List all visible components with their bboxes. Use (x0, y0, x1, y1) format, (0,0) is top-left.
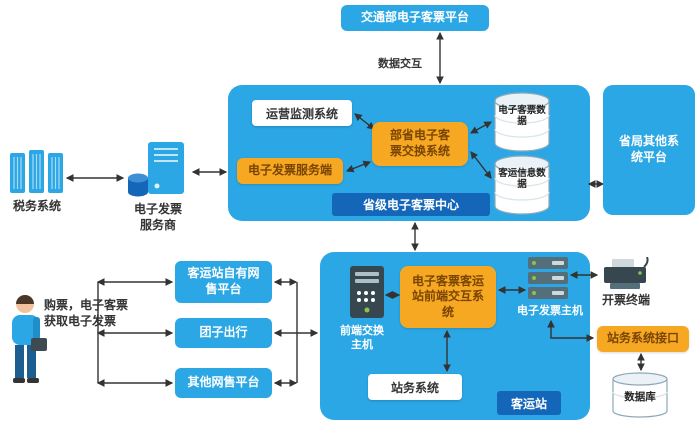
sales-platform-node-2: 团子出行 (175, 318, 272, 348)
ticket-db-cylinder: 电子客票数据 (494, 92, 550, 152)
database-cylinder: 数据库 (612, 372, 668, 420)
invoice-provider-label: 电子发票服务商 (133, 202, 182, 232)
transport-db-cylinder: 客运信息数据 (494, 155, 550, 215)
invoice-provider-icon (128, 142, 184, 197)
buyer-caption: 购票，电子客票获取电子发票 (44, 298, 129, 328)
station-label: 客运站 (497, 391, 561, 415)
monitoring-system-node: 运营监测系统 (252, 100, 352, 126)
station-interface-node: 站务系统接口 (597, 326, 689, 352)
printer-icon (604, 257, 649, 289)
transport-db-label: 客运信息数据 (498, 168, 546, 191)
tax-system-label: 税务系统 (12, 199, 61, 213)
sales-platform-node-3: 其他网售平台 (175, 368, 272, 398)
database-icon (612, 372, 668, 418)
tax-servers-icon (10, 150, 63, 193)
person-icon (12, 295, 47, 383)
billing-terminal-label: 开票终端 (601, 293, 650, 307)
cylinder-icon (494, 92, 550, 152)
data-exchange-label: 数据交互 (378, 57, 422, 70)
station-system-node: 站务系统 (368, 374, 462, 400)
database-label: 数据库 (624, 391, 656, 403)
provincial-center-label: 省级电子客票中心 (332, 193, 490, 216)
server-stack-icon (528, 257, 568, 299)
sales-platform-node-1: 客运站自有网售平台 (175, 261, 272, 303)
mot-platform-node: 交通部电子客票平台 (341, 5, 489, 31)
invoice-service-node: 电子发票服务端 (237, 158, 343, 184)
front-host-label: 前端交换主机 (340, 324, 384, 352)
invoice-host-label: 电子发票主机 (517, 304, 583, 317)
other-platform-node: 省局其他系统平台 (603, 85, 695, 215)
exchange-system-node: 部省电子客票交换系统 (372, 122, 468, 166)
ticket-db-label: 电子客票数据 (498, 105, 546, 128)
cylinder-icon (494, 155, 550, 215)
pc-tower-icon (350, 266, 384, 318)
front-system-node: 电子客票客运站前端交互系统 (400, 266, 496, 328)
